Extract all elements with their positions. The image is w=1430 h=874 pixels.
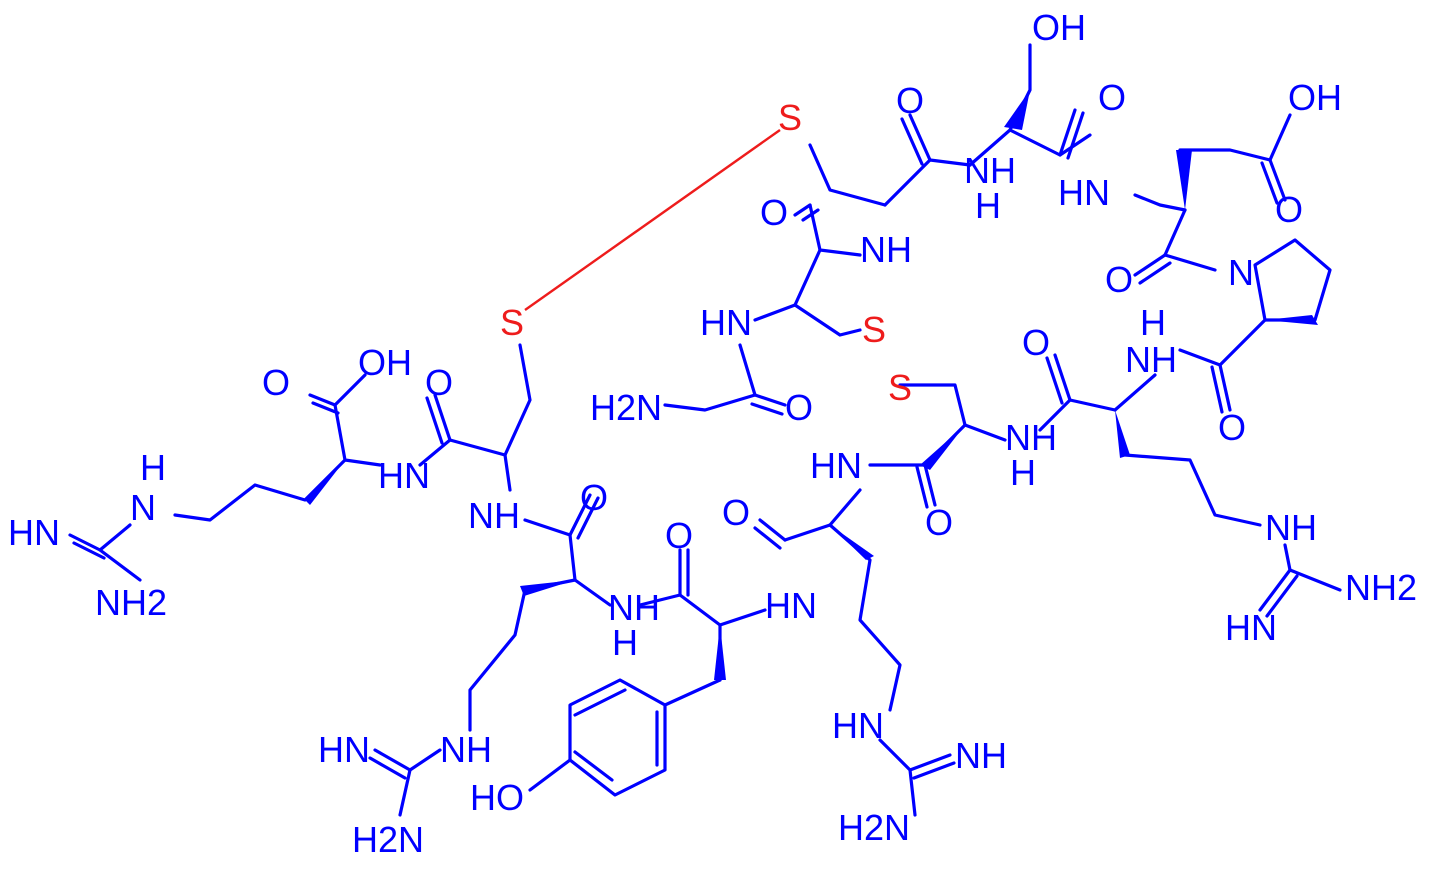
guanidine-h-label: H (140, 447, 166, 488)
amide-nh-label: NH (860, 229, 912, 270)
amide-hn-label: NH (468, 495, 520, 536)
carbonyl-o-label: O (785, 387, 813, 428)
amide-nh-label: HN (378, 455, 430, 496)
stereo-wedges (305, 90, 1318, 680)
hydroxyl-label: OH (1288, 77, 1342, 118)
proline-n-label: N (1228, 252, 1254, 293)
guanidine-h2n-label: H2N (352, 819, 424, 860)
guanidine-nh-label: NH (955, 735, 1007, 776)
guanidine-hn-label: HN (318, 729, 370, 770)
carbonyl-o-label: O (760, 192, 788, 233)
carbonyl-o-label: O (1275, 189, 1303, 230)
atom-labels: OH S O O NH H OH O HN O NH O N HN S S H2… (8, 7, 1417, 860)
guanidine-nh2-label: NH2 (1345, 567, 1417, 608)
hydroxyl-label: OH (1032, 7, 1086, 48)
guanidine-hn-label: HN (1225, 607, 1277, 648)
amide-h-label: H (975, 185, 1001, 226)
bond-lines (68, 43, 1342, 817)
guanidine-h2n-label: H2N (838, 807, 910, 848)
amide-h-label: H (1140, 302, 1166, 343)
amide-nh-label: HN (765, 585, 817, 626)
guanidine-nh-label: NH (1265, 507, 1317, 548)
carbonyl-o-label: O (896, 80, 924, 121)
guanidine-hn-label: HN (8, 512, 60, 553)
carbonyl-o-label: O (1022, 322, 1050, 363)
carbonyl-o-label: O (425, 362, 453, 403)
amide-hn-label: HN (810, 445, 862, 486)
amide-h-label: H (612, 622, 638, 663)
carbonyl-o-label: O (580, 477, 608, 518)
guanidine-nh2-label: NH2 (95, 582, 167, 623)
phenol-ho-label: HO (470, 777, 524, 818)
carbonyl-o-label: O (1105, 259, 1133, 300)
amide-nh-label: NH (964, 150, 1016, 191)
amide-nh-label: NH (1005, 417, 1057, 458)
amide-hn-label: HN (1058, 172, 1110, 213)
guanidine-nh-label: NH (440, 729, 492, 770)
carbonyl-o-label: O (1218, 407, 1246, 448)
amide-h-label: H (1010, 452, 1036, 493)
carbonyl-o-label: O (1098, 77, 1126, 118)
guanidine-n-label: N (130, 487, 156, 528)
carbonyl-o-label: O (665, 515, 693, 556)
amide-nh-label: NH (608, 587, 660, 628)
carbonyl-o-label: O (925, 502, 953, 543)
sulfur-label: S (888, 367, 912, 408)
sulfur-label: S (778, 97, 802, 138)
amide-hn-label: HN (700, 302, 752, 343)
hydroxyl-label: OH (358, 342, 412, 383)
carbonyl-o-label: O (722, 492, 750, 533)
sulfur-label: S (500, 302, 524, 343)
guanidine-hn-label: HN (832, 705, 884, 746)
carbonyl-o-label: O (262, 362, 290, 403)
amide-nh-label: NH (1125, 339, 1177, 380)
amine-label: H2N (590, 387, 662, 428)
sulfur-label: S (862, 309, 886, 350)
